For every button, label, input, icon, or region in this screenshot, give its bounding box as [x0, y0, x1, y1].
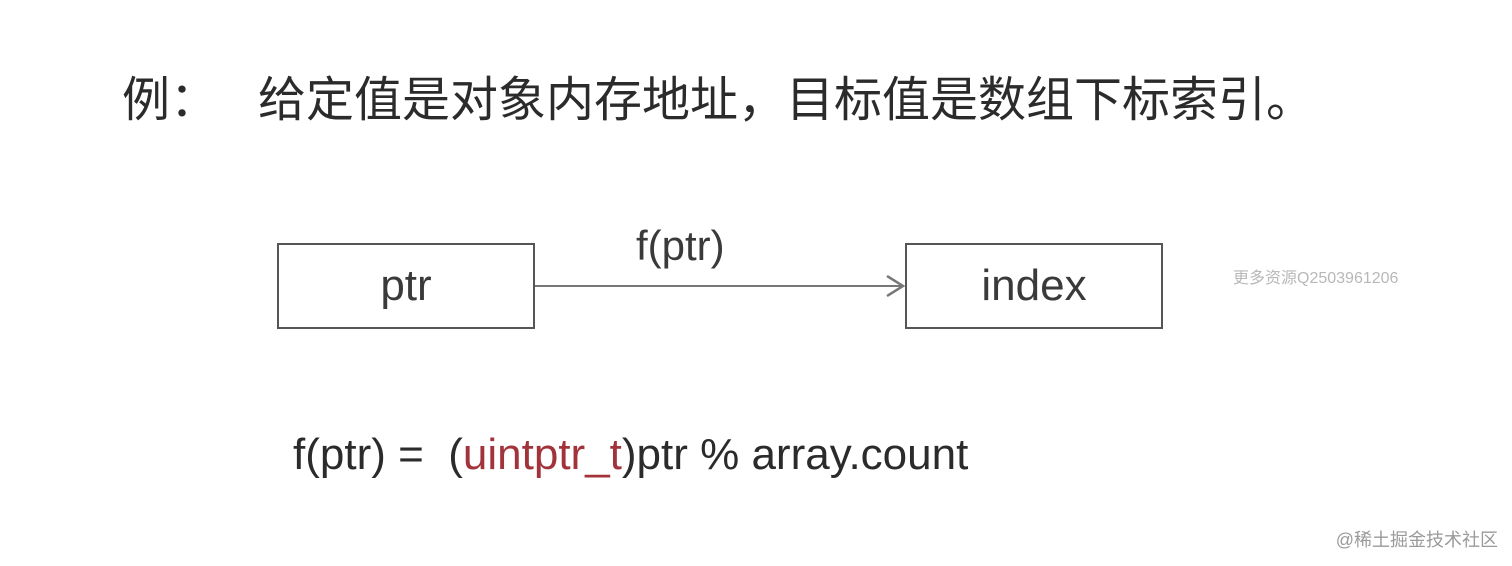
- formula-rhs: )ptr % array.count: [621, 430, 969, 479]
- target-box: index: [905, 243, 1163, 329]
- title-prefix: 例：: [122, 72, 219, 128]
- formula-lhs: f(ptr) = (: [293, 430, 463, 479]
- title-line: 例： 给定值是对象内存地址，目标值是数组下标索引。: [122, 68, 1314, 132]
- formula-cast: uintptr_t: [462, 430, 622, 479]
- corner-watermark: @稀土掘金技术社区: [1335, 530, 1498, 550]
- source-box: ptr: [277, 243, 535, 329]
- target-box-label: index: [981, 261, 1087, 310]
- watermark-text: 更多资源Q2503961206: [1233, 270, 1399, 287]
- hash-formula: f(ptr) = (uintptr_t)ptr % array.count: [293, 430, 968, 480]
- title-text: 给定值是对象内存地址，目标值是数组下标索引。: [258, 72, 1315, 128]
- source-box-label: ptr: [380, 261, 432, 310]
- arrow-label: f(ptr): [636, 222, 725, 269]
- arrow-head: [886, 274, 906, 298]
- mapping-arrow: [535, 274, 906, 298]
